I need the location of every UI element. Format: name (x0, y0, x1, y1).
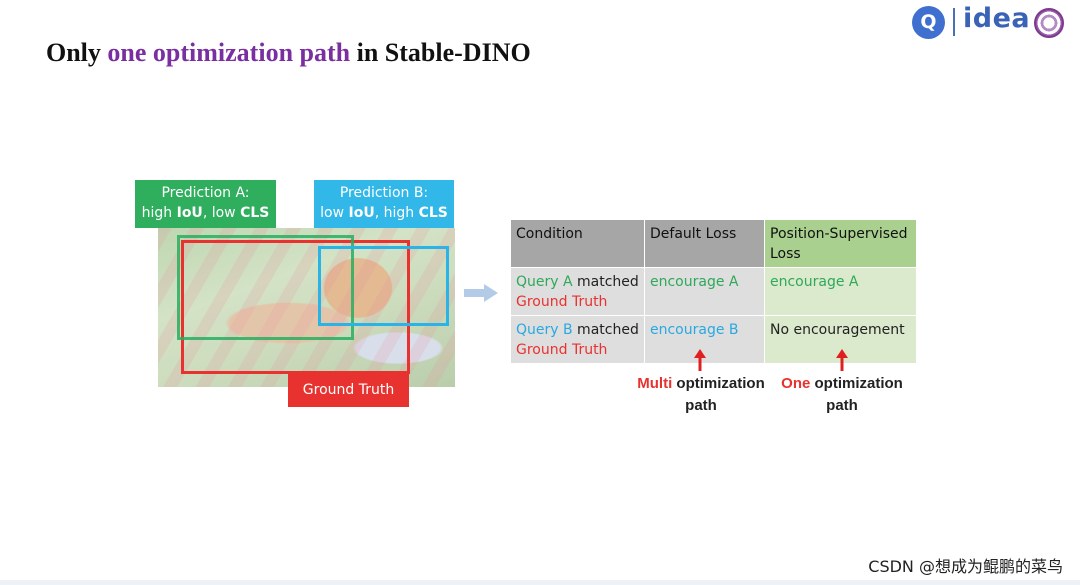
prediction-a-label: Prediction A: high IoU, low CLS (135, 180, 276, 228)
prediction-b-label: Prediction B: low IoU, high CLS (314, 180, 454, 228)
header-condition: Condition (510, 219, 645, 268)
cat-photo (158, 228, 455, 387)
default-loss-cell: encourage B (644, 315, 765, 364)
prediction-b-box (318, 246, 449, 326)
prediction-b-desc: low IoU, high CLS (320, 205, 448, 221)
idea-wordmark-logo: idea (963, 3, 1031, 34)
prediction-a-desc: high IoU, low CLS (141, 205, 270, 221)
ground-truth-label: Ground Truth (288, 374, 409, 407)
one-optimization-path-note: One optimization path (781, 375, 903, 414)
prediction-a-box (177, 235, 354, 340)
photo-fade-overlay (158, 228, 455, 387)
table-header-row: Condition Default Loss Position-Supervis… (510, 219, 917, 268)
deckchair-stripes (158, 228, 455, 387)
prediction-b-title: Prediction B: (339, 185, 429, 201)
loss-comparison-table: Condition Default Loss Position-Supervis… (510, 219, 917, 364)
right-arrow-icon (464, 284, 498, 302)
title-after: in Stable-DINO (356, 38, 531, 67)
title-before: Only (46, 38, 101, 67)
title-highlight: one optimization path (107, 38, 351, 67)
logo-divider (953, 8, 955, 36)
ground-truth-box (181, 240, 410, 374)
bottom-strip (0, 580, 1080, 585)
slide-title: Only one optimization path in Stable-DIN… (46, 38, 531, 68)
prediction-a-title: Prediction A: (161, 185, 250, 201)
csdn-watermark: CSDN @想成为鲲鹏的菜鸟 (868, 557, 1063, 576)
idea-mark-logo-icon: Q (912, 6, 945, 39)
multi-optimization-path-note: Multi optimization path (637, 375, 765, 414)
header-default-loss: Default Loss (644, 219, 765, 268)
up-arrow-icon (694, 349, 706, 371)
university-seal-icon (1034, 8, 1064, 38)
default-loss-cell: encourage A (644, 267, 765, 316)
header-position-supervised-loss: Position-Supervised Loss (764, 219, 917, 268)
up-arrow-icon (836, 349, 848, 371)
position-loss-cell: encourage A (764, 267, 917, 316)
